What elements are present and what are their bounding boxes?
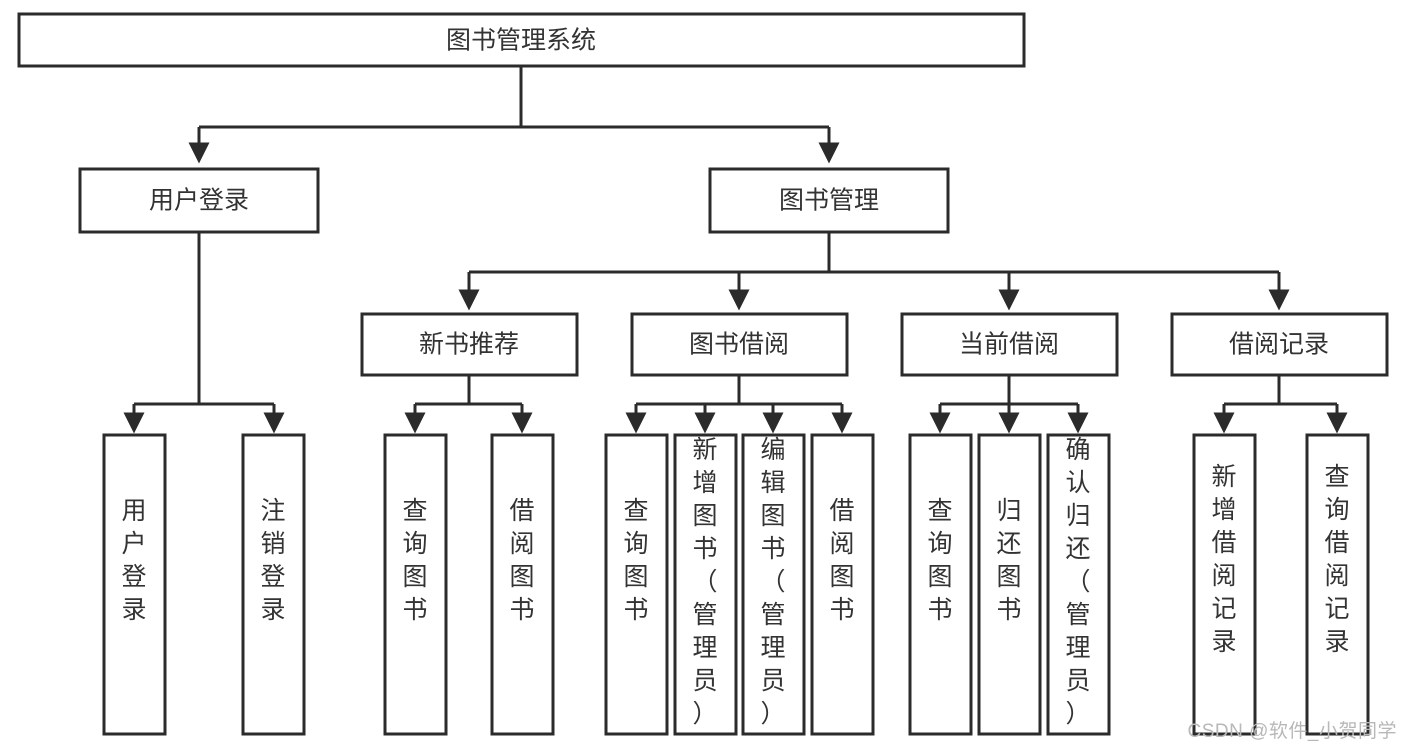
leaf-rect[interactable]: [1046, 433, 1111, 736]
node-leaf-query-book-1[interactable]: 查询图书: [383, 433, 448, 736]
leaf-label: 用户登录: [121, 497, 146, 624]
node-leaf-user-login[interactable]: 用户登录: [102, 433, 167, 736]
leaf-rect[interactable]: [810, 433, 875, 736]
leaf-rect[interactable]: [604, 433, 669, 736]
leaf-rect[interactable]: [1192, 433, 1257, 736]
node-borrow-record[interactable]: 借阅记录: [1170, 312, 1389, 377]
node-book-management[interactable]: 图书管理: [708, 167, 950, 234]
leaf-label: 归还图书: [996, 497, 1021, 624]
leaf-rect[interactable]: [977, 433, 1042, 736]
node-leaf-borrow-book-1[interactable]: 借阅图书: [490, 433, 555, 736]
leaf-rect[interactable]: [741, 433, 806, 736]
connector-book-borrow-to-leaves: [625, 375, 853, 434]
leaf-label: 编辑图书（管理员）: [760, 436, 785, 728]
leaf-label: 查询借阅记录: [1324, 463, 1349, 656]
node-current-borrow-rect[interactable]: [900, 312, 1119, 377]
leaf-label: 查询图书: [927, 497, 952, 624]
connector-user-login-to-leaves: [123, 232, 285, 434]
connector-book-management-to-level3: [458, 232, 1290, 311]
leaf-label: 查询图书: [623, 497, 648, 624]
csdn-watermark: CSDN @软件_小贺同学: [1187, 721, 1397, 742]
node-leaf-add-record[interactable]: 新增借阅记录: [1192, 433, 1257, 736]
leaf-rect[interactable]: [673, 433, 738, 736]
node-leaf-return-book[interactable]: 归还图书: [977, 433, 1042, 736]
node-book-management-label: 图书管理: [779, 187, 879, 215]
leaf-label: 借阅图书: [829, 497, 854, 624]
node-book-borrow-rect[interactable]: [630, 312, 849, 377]
node-current-borrow-label: 当前借阅: [959, 331, 1059, 359]
leaf-label: 注销登录: [260, 497, 285, 624]
node-book-management-rect[interactable]: [708, 167, 950, 234]
node-leaf-confirm-return[interactable]: 确认归还（管理员）: [1046, 433, 1111, 736]
node-borrow-record-label: 借阅记录: [1229, 331, 1329, 359]
connector-borrow-record-to-leaves: [1213, 375, 1348, 434]
leaf-rect[interactable]: [383, 433, 448, 736]
leaf-label: 新增借阅记录: [1211, 463, 1236, 656]
node-leaf-query-book-2[interactable]: 查询图书: [604, 433, 669, 736]
node-borrow-record-rect[interactable]: [1170, 312, 1389, 377]
leaf-label: 新增图书（管理员）: [692, 436, 717, 728]
node-user-login-rect[interactable]: [78, 167, 320, 234]
node-current-borrow[interactable]: 当前借阅: [900, 312, 1119, 377]
node-new-book-recommend[interactable]: 新书推荐: [360, 312, 579, 377]
node-book-borrow[interactable]: 图书借阅: [630, 312, 849, 377]
connector-new-book-to-leaves: [404, 375, 533, 434]
node-user-login-label: 用户登录: [149, 187, 249, 215]
node-leaf-logout[interactable]: 注销登录: [241, 433, 306, 736]
leaf-label: 查询图书: [402, 497, 427, 624]
node-root-rect[interactable]: [17, 12, 1026, 68]
leaf-rect[interactable]: [241, 433, 306, 736]
node-leaf-query-record[interactable]: 查询借阅记录: [1305, 433, 1370, 736]
node-book-borrow-label: 图书借阅: [689, 331, 789, 359]
node-new-book-recommend-rect[interactable]: [360, 312, 579, 377]
leaf-label: 借阅图书: [509, 497, 534, 624]
leaf-rect[interactable]: [1305, 433, 1370, 736]
node-root[interactable]: 图书管理系统: [17, 12, 1026, 68]
connector-root-to-level2: [188, 66, 840, 164]
node-leaf-query-book-3[interactable]: 查询图书: [908, 433, 973, 736]
leaf-rect[interactable]: [490, 433, 555, 736]
node-root-label: 图书管理系统: [446, 27, 596, 55]
connector-current-borrow-to-leaves: [929, 375, 1089, 434]
node-new-book-recommend-label: 新书推荐: [419, 331, 519, 359]
node-leaf-borrow-book-2[interactable]: 借阅图书: [810, 433, 875, 736]
leaf-label: 确认归还（管理员）: [1065, 436, 1090, 728]
leaf-rect[interactable]: [102, 433, 167, 736]
node-leaf-add-book[interactable]: 新增图书（管理员）: [673, 433, 738, 736]
node-user-login[interactable]: 用户登录: [78, 167, 320, 234]
node-leaf-edit-book[interactable]: 编辑图书（管理员）: [741, 433, 806, 736]
leaf-rect[interactable]: [908, 433, 973, 736]
